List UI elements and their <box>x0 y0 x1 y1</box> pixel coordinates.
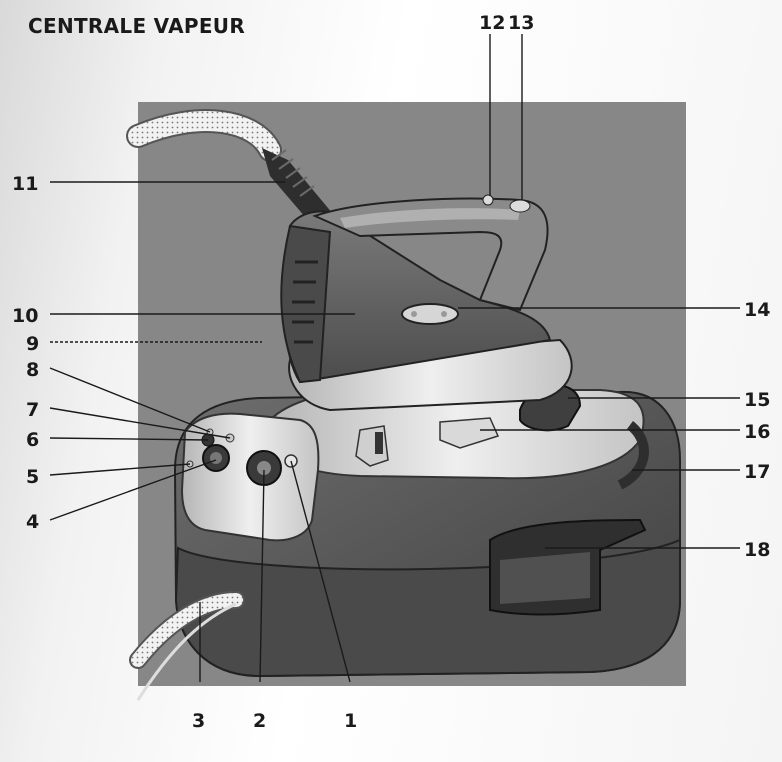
callout-10: 10 <box>12 305 38 327</box>
diagram-title: CENTRALE VAPEUR <box>28 14 246 38</box>
callout-18: 18 <box>744 539 770 561</box>
rest-pad-left <box>355 425 389 467</box>
iron-handle[interactable] <box>312 197 549 312</box>
callout-3: 3 <box>192 710 205 732</box>
callout-12: 12 <box>479 12 505 34</box>
callout-2: 2 <box>253 710 266 732</box>
callout-16: 16 <box>744 421 770 443</box>
leader-2 <box>259 469 265 683</box>
leader-6 <box>49 437 209 441</box>
callout-5: 5 <box>26 466 39 488</box>
leader-1 <box>290 460 351 683</box>
leader-4 <box>49 459 217 521</box>
iron-light-12 <box>482 194 494 206</box>
callout-1: 1 <box>344 710 357 732</box>
leader-5 <box>49 463 191 476</box>
leader-7 <box>49 407 231 439</box>
iron-rear-vents <box>280 224 332 384</box>
iron-light-13 <box>509 199 531 213</box>
callout-15: 15 <box>744 389 770 411</box>
callout-7: 7 <box>26 399 39 421</box>
callout-13: 13 <box>508 12 534 34</box>
callout-17: 17 <box>744 461 770 483</box>
steam-trigger[interactable] <box>401 303 459 325</box>
callout-4: 4 <box>26 511 39 533</box>
callout-11: 11 <box>12 173 38 195</box>
callout-9: 9 <box>26 333 39 355</box>
rest-pad-right[interactable] <box>439 417 500 449</box>
callout-14: 14 <box>744 299 770 321</box>
callout-6: 6 <box>26 429 39 451</box>
leader-8 <box>49 367 211 433</box>
callout-8: 8 <box>26 359 39 381</box>
